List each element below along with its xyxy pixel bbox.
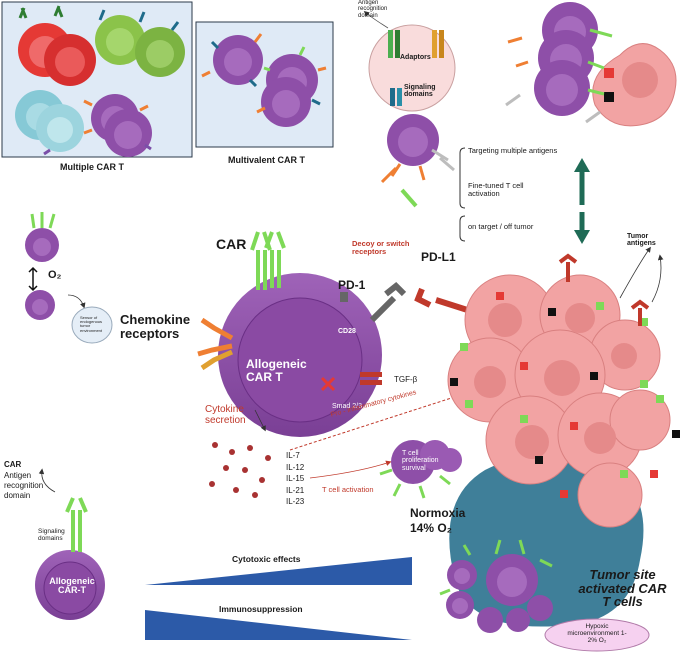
multiple-car-t-label: Multiple CAR T — [60, 162, 124, 172]
smad-label: Smad 2/3 — [332, 403, 362, 410]
normoxia-o2-label: 14% O₂ — [410, 521, 453, 535]
decoy-receptors-label: Decoy or switch receptors — [352, 239, 410, 256]
multivalent-car-t-label: Multivalent CAR T — [228, 155, 306, 165]
hypoxic-badge — [544, 618, 650, 652]
bottom-cell-name: Allogeneic CAR-T — [49, 576, 95, 596]
multivalent-car-t-cells — [201, 33, 327, 127]
tumor-site-car-t-cells — [439, 539, 553, 633]
il-item: IL-12 — [286, 462, 305, 472]
cd28-label: CD28 — [338, 328, 356, 335]
bottom-signaling-label: Signaling domains — [38, 528, 65, 542]
proliferation-label: T cell proliferation survival — [402, 450, 439, 472]
multiple-antigens-label: Targeting multiple antigens — [468, 146, 558, 155]
hypoxic-label: Hypoxic microenvironment 1-2% O₂ — [567, 623, 627, 644]
oxygen-sensor-cells — [25, 212, 113, 344]
cytokine-dots — [209, 442, 271, 498]
tumor-engagement-top — [505, 2, 677, 127]
pd-1-label: PD-1 — [338, 278, 366, 292]
il-item: IL-7 — [286, 451, 300, 460]
adaptors-label: Adaptors — [400, 54, 431, 61]
bottom-car-t-cell — [35, 468, 105, 620]
on-off-target-label: on target / off tumor — [468, 222, 534, 231]
interleukin-list: IL-7 IL-12 IL-15 IL-21 IL-23 — [286, 450, 304, 508]
tumor-antigens-label: Tumor antigens — [627, 233, 656, 248]
main-allogeneic-car-t — [197, 231, 407, 437]
cytotoxic-effects-label: Cytotoxic effects — [232, 554, 301, 564]
allogeneic-car-t-label: Allogeneic CAR T — [246, 357, 307, 384]
car-label: CAR — [216, 236, 247, 252]
multiple-car-t-cells — [15, 5, 185, 157]
t-cell-activation-label: T cell activation — [322, 485, 374, 494]
chemokine-receptors-label: Chemokine receptors — [120, 312, 191, 341]
il-item: IL-15 — [286, 474, 305, 483]
pd-l1-label: PD-L1 — [421, 250, 456, 264]
bottom-antigen-label: Antigen recognition domain — [4, 471, 44, 500]
tumor-site-label: Tumor site activated CAR T cells — [578, 567, 667, 610]
immunosuppression-label: Immunosuppression — [219, 604, 303, 614]
signaling-domains-label: Signaling domains — [404, 84, 436, 99]
sensor-text: Sensor of endogenous tumor environment — [80, 315, 103, 333]
cytotoxic-wedge — [145, 557, 412, 585]
normoxia-label: Normoxia — [410, 506, 466, 520]
tgf-beta-label: TGF-β — [394, 375, 418, 384]
immunosuppression-wedge — [145, 610, 412, 640]
fine-tuned-label: Fine-tuned T cell activation — [468, 181, 524, 198]
adaptor-receptors — [388, 30, 444, 106]
il-item: IL-21 — [286, 485, 305, 495]
proliferation-cells — [379, 440, 462, 499]
pro-inflammatory-arrow — [289, 390, 472, 451]
bottom-car-label: CAR — [4, 460, 22, 469]
cytokine-secretion-label: Cytokine secretion — [205, 404, 246, 426]
o2-label: O₂ — [48, 269, 62, 281]
il-item: IL-23 — [286, 497, 305, 506]
antigen-domain-label: Antigen recognition domain — [358, 0, 388, 19]
